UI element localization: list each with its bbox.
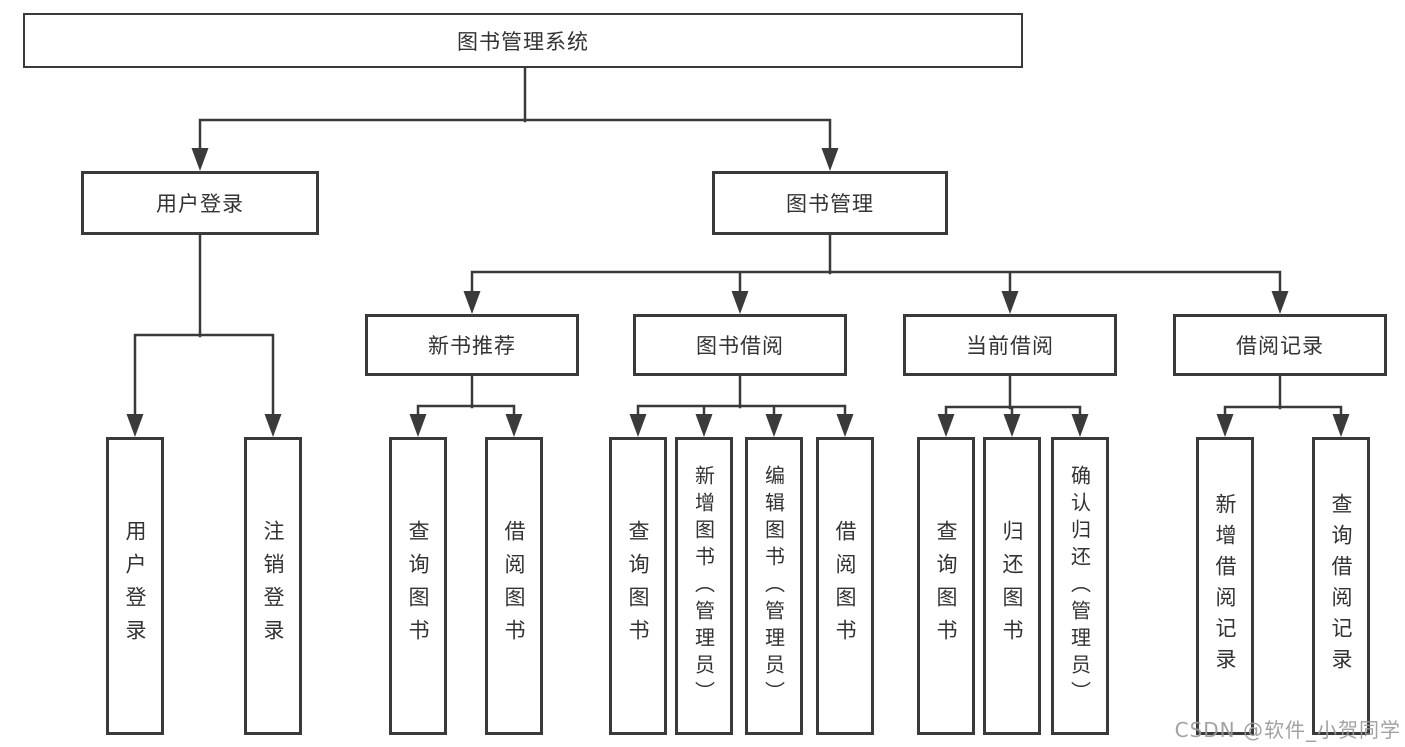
- leaf-borrow-book-recommend-label: 借阅图书: [502, 520, 526, 652]
- node-current-borrowing-label: 当前借阅: [966, 334, 1054, 358]
- leaf-query-book-borrow-label: 查询图书: [626, 520, 650, 652]
- node-book-management: 图书管理: [712, 171, 948, 235]
- leaf-query-borrow-record: 查询借阅记录: [1312, 437, 1370, 735]
- node-borrowing-records-label: 借阅记录: [1236, 334, 1324, 358]
- node-book-borrowing: 图书借阅: [633, 314, 847, 376]
- leaf-query-borrow-record-label: 查询借阅记录: [1329, 493, 1353, 679]
- csdn-watermark: CSDN @软件_小贺同学: [1174, 718, 1401, 742]
- arrowheads: [126, 148, 1350, 437]
- leaf-borrow-book-recommend: 借阅图书: [485, 437, 543, 735]
- leaf-user-login-label: 用户登录: [123, 520, 147, 652]
- leaf-query-book-recommend: 查询图书: [389, 437, 447, 735]
- leaf-confirm-return-admin-label: 确认归还（管理员）: [1067, 464, 1092, 708]
- leaf-confirm-return-admin: 确认归还（管理员）: [1051, 437, 1109, 735]
- leaf-add-book-admin-label: 新增图书（管理员）: [691, 464, 716, 708]
- node-book-borrowing-label: 图书借阅: [696, 334, 784, 358]
- leaf-logout: 注销登录: [244, 437, 302, 735]
- leaf-query-book-recommend-label: 查询图书: [406, 520, 430, 652]
- node-borrowing-records: 借阅记录: [1173, 314, 1387, 376]
- leaf-add-book-admin: 新增图书（管理员）: [675, 437, 733, 735]
- leaf-edit-book-admin-label: 编辑图书（管理员）: [761, 464, 786, 708]
- leaf-return-book: 归还图书: [983, 437, 1041, 735]
- leaf-query-book-current-label: 查询图书: [934, 520, 958, 652]
- node-new-book-recommend-label: 新书推荐: [428, 334, 516, 358]
- leaf-borrow-book-label: 借阅图书: [833, 520, 857, 652]
- leaf-return-book-label: 归还图书: [1000, 520, 1024, 652]
- node-current-borrowing: 当前借阅: [903, 314, 1117, 376]
- leaf-query-book-current: 查询图书: [917, 437, 975, 735]
- node-book-management-label: 图书管理: [786, 192, 874, 216]
- node-system-root-label: 图书管理系统: [457, 29, 589, 54]
- leaf-logout-label: 注销登录: [261, 520, 285, 652]
- leaf-query-book-borrow: 查询图书: [609, 437, 667, 735]
- leaf-user-login: 用户登录: [106, 437, 164, 735]
- leaf-borrow-book: 借阅图书: [816, 437, 874, 735]
- connector-path: [133, 66, 1343, 418]
- leaf-add-borrow-record: 新增借阅记录: [1196, 437, 1254, 735]
- node-new-book-recommend: 新书推荐: [365, 314, 579, 376]
- node-system-root: 图书管理系统: [23, 13, 1023, 68]
- node-user-login-branch: 用户登录: [81, 171, 319, 235]
- node-user-login-branch-label: 用户登录: [156, 192, 244, 216]
- leaf-add-borrow-record-label: 新增借阅记录: [1213, 493, 1237, 679]
- leaf-edit-book-admin: 编辑图书（管理员）: [745, 437, 803, 735]
